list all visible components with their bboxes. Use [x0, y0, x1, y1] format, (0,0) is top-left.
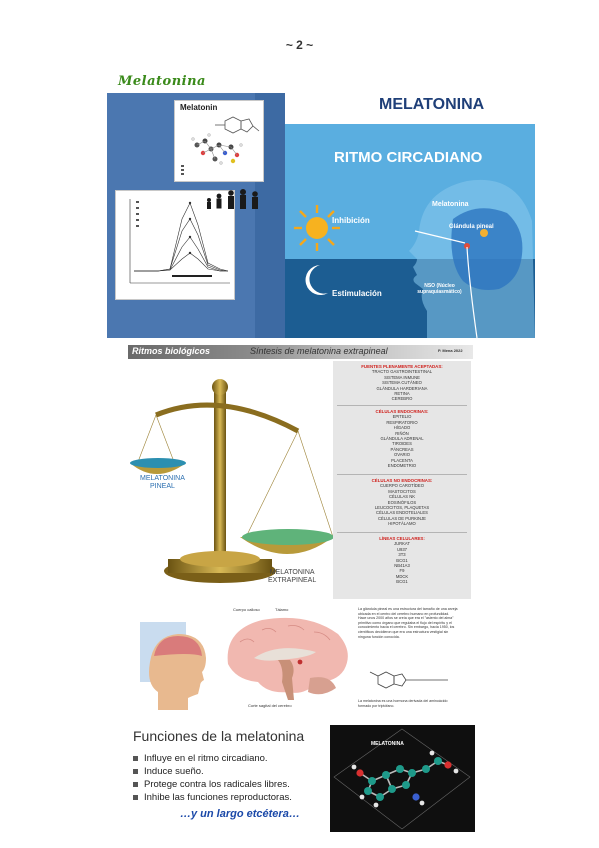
melatonin-formula-image	[369, 671, 448, 689]
head-brain-image	[140, 622, 206, 710]
functions-more-text: …y un largo etcétera…	[180, 808, 300, 820]
functions-list: Influye en el ritmo circadiano. Induce s…	[133, 752, 333, 804]
pineal-gland-brain-figure: Cuerpo calloso Tálamo Corte sagital del …	[140, 604, 460, 712]
sources-group-accepted: FUENTES PLENAMENTE ACEPTADAS: TRACTO GAS…	[361, 364, 443, 402]
infographic-subtitle: RITMO CIRCADIANO	[334, 149, 483, 166]
panel-header-title: Ritmos biológicos	[132, 346, 211, 356]
family-icon	[207, 189, 258, 209]
pineal-description-text: La glándula pineal es una estructura del…	[358, 607, 458, 639]
extrapineal-synthesis-infographic: Ritmos biológicos Síntesis de melatonina…	[128, 345, 473, 600]
extrapineal-sources-list: FUENTES PLENAMENTE ACEPTADAS: TRACTO GAS…	[333, 361, 471, 599]
melatonin-description-text: La melatonina es una hormona derivada de…	[358, 699, 448, 708]
circadian-rhythm-infographic: MELATONINA RITMO CIRCADIANO	[107, 93, 535, 338]
nso-label: NSO (Núcleo supraquiasmático)	[417, 283, 462, 295]
function-item: Influye en el ritmo circadiano.	[133, 752, 333, 765]
bullet-square-icon	[133, 794, 138, 800]
molecule-title: Melatonin	[180, 103, 218, 112]
molecule-panel-title: MELATONINA	[371, 741, 404, 747]
bullet-square-icon	[133, 755, 138, 761]
bullet-square-icon	[133, 781, 138, 787]
melatonin-molecule-panel	[330, 725, 475, 832]
melatonin-label: Melatonina	[432, 201, 469, 208]
pineal-gland-label: Glándula pineal	[449, 224, 494, 230]
balance-scale-image	[130, 379, 333, 583]
panel-header-bar	[128, 345, 473, 359]
melatonin-molecule-image	[333, 728, 471, 830]
sun-icon	[294, 205, 340, 251]
function-item: Protege contra los radicales libres.	[133, 778, 333, 791]
molecule-3d-image	[181, 116, 260, 175]
inhibition-label: Inhibición	[332, 216, 370, 225]
page-number: ~ 2 ~	[285, 38, 314, 52]
human-head-profile	[409, 179, 535, 338]
melatonin-structure-card	[174, 100, 264, 182]
bullet-square-icon	[133, 768, 138, 774]
panel-author: P. Mena 2022	[438, 348, 463, 353]
pineal-melatonin-label: MELATONINA PINEAL	[140, 475, 185, 490]
sagittal-cut-label: Corte sagital del cerebro	[248, 703, 292, 708]
corpus-callosum-label: Cuerpo calloso	[233, 607, 260, 612]
infographic-title: MELATONINA	[379, 96, 485, 113]
extrapineal-melatonin-label: MELATONINA EXTRAPINEAL	[268, 569, 317, 584]
melatonin-age-graph	[129, 199, 230, 284]
infographic-title-bar	[274, 93, 535, 124]
moon-icon	[305, 265, 328, 295]
function-item: Induce sueño.	[133, 765, 333, 778]
thalamus-label: Tálamo	[275, 607, 289, 612]
panel-header-subtitle: Síntesis de melatonina extrapineal	[250, 346, 388, 356]
stimulation-label: Estimulación	[332, 289, 382, 298]
sagittal-brain-image	[227, 617, 348, 700]
functions-title: Funciones de la melatonina	[133, 728, 305, 744]
function-item: Inhibe las funciones reproductoras.	[133, 791, 333, 804]
document-title: Melatonina	[118, 74, 206, 89]
melatonin-levels-graph-card	[115, 190, 235, 300]
